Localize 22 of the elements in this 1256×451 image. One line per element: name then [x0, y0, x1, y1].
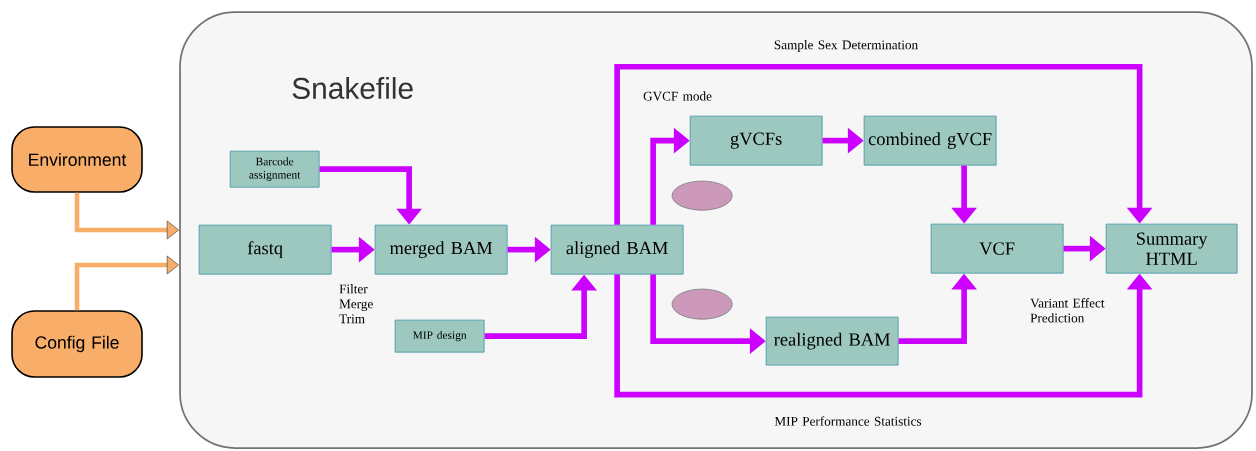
- process-box: aligned BAM: [550, 224, 684, 275]
- process-box: MIP design: [394, 319, 485, 353]
- edge-label: Variant Effect Prediction: [1030, 298, 1105, 323]
- edge-label: Sample Sex Determination: [774, 40, 918, 52]
- process-box: realigned BAM: [765, 316, 899, 366]
- process-box: gVCFs: [689, 115, 823, 166]
- ellipse-badge: [671, 180, 733, 211]
- rounded-box: Environment: [11, 126, 143, 193]
- process-box: VCF: [930, 223, 1064, 274]
- process-box: Summary HTML: [1105, 223, 1238, 274]
- edge-label: Filter Merge Trim: [339, 284, 373, 324]
- rounded-box: Config File: [11, 310, 143, 378]
- edge-label: MIP Performance Statistics: [774, 416, 922, 426]
- edge-label: GVCF mode: [643, 91, 712, 101]
- process-box: combined gVCF: [863, 115, 997, 166]
- ellipse-badge: [671, 288, 733, 320]
- process-box: fastq: [198, 224, 332, 275]
- arrow: [74, 192, 179, 240]
- process-box: Barcode assignment: [229, 150, 320, 188]
- process-box: merged BAM: [374, 224, 508, 275]
- arrow: [74, 255, 179, 311]
- arrow: [614, 63, 1153, 225]
